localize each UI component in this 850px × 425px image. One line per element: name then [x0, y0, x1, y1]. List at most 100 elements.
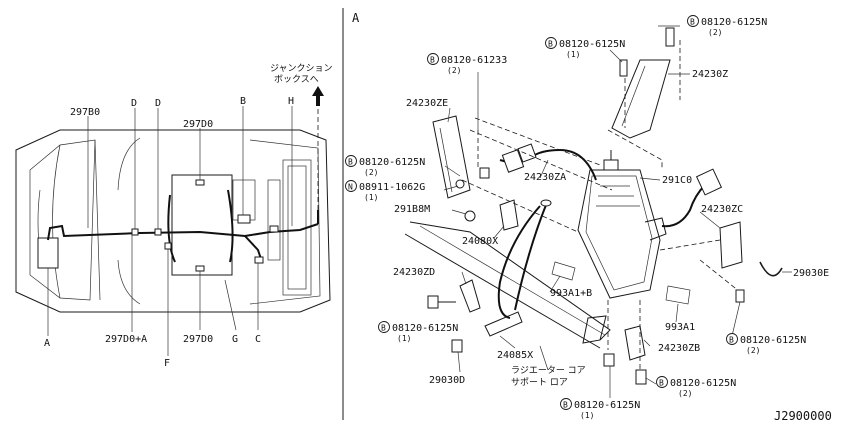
exploded-detail: A: [345, 11, 832, 423]
leader-bolt-left-upper: [444, 165, 461, 177]
part-24230za: 24230ZA: [524, 172, 566, 183]
center-console-box: [171, 174, 233, 276]
rear-panel-box: [282, 159, 312, 296]
callout-f: F: [164, 358, 170, 369]
part-291b8m: 291B8M: [394, 204, 430, 215]
clip-29030d: [451, 339, 463, 353]
rail-mid-line: [419, 225, 606, 336]
bracket-24230zb: [624, 325, 646, 361]
bolt-marker-letter: B: [563, 401, 568, 410]
part-291c0: 291C0: [662, 175, 692, 186]
junction-box-label-line2: ボックスへ: [274, 74, 319, 85]
bolt-marker-icon: [378, 321, 390, 333]
bracket-24230z-inner: [621, 65, 646, 127]
callout-d2: D: [155, 98, 161, 109]
bolt-left-upper-head: [479, 167, 490, 179]
battery-component: [37, 237, 59, 269]
bolt-bottom-head: [603, 353, 615, 367]
bolt-marker-letter: B: [381, 324, 386, 333]
assembly-line-7: [461, 179, 579, 233]
leader-bolt-bottom-right: [645, 377, 657, 385]
rail-bottom-edge: [404, 233, 601, 349]
junction-box-inner: [585, 175, 653, 291]
nut-08911: [455, 179, 465, 189]
part-bolt-top-right-qty: (2): [708, 28, 722, 37]
assembly-line-2: [474, 117, 601, 166]
bolt-marker-letter: B: [690, 18, 695, 27]
leader-bolt-top-mid: [609, 49, 623, 63]
main-harness-wire: [47, 223, 319, 241]
part-bolt-top-right-code: 08120-6125N: [701, 17, 767, 28]
bolt-marker-icon: [656, 376, 668, 388]
connector-c: [254, 256, 264, 264]
junction-box-label-line1: ジャンクション: [270, 63, 333, 74]
cable-terminal-top: [540, 199, 552, 207]
part-24230z: 24230Z: [692, 69, 728, 80]
vehicle-front-panel: [29, 139, 96, 301]
cable-24085x-lower: [497, 205, 541, 319]
connector-24230za-2: [517, 143, 537, 163]
connector-24230zc: [695, 168, 723, 196]
bracket-24080x: [499, 199, 519, 231]
part-bolt-left-upper-code: 08120-6125N: [359, 157, 425, 168]
bracket-24230ze-inner: [439, 127, 453, 193]
leader-radiator-support: [539, 345, 549, 371]
part-bolt-bottom-right-qty: (2): [678, 389, 692, 398]
leader-24230zb: [643, 339, 651, 347]
part-993a1b: 993A1+B: [550, 288, 592, 299]
assembly-line-1: [469, 129, 613, 191]
assembly-line-8: [659, 239, 721, 251]
connector-d1: [131, 228, 139, 236]
part-24230zb: 24230ZB: [658, 343, 700, 354]
bolt-marker-icon: [726, 333, 738, 345]
connector-b: [237, 214, 251, 224]
part-24230zd: 24230ZD: [393, 267, 435, 278]
part-24230zc: 24230ZC: [701, 204, 743, 215]
bolt-left-lower-head: [427, 295, 439, 309]
assembly-line-11: [699, 259, 741, 293]
part-bolt-top-mid-qty: (1): [566, 50, 580, 59]
bracket-24230ze: [432, 115, 471, 199]
bolt-marker-letter: B: [548, 40, 553, 49]
clip-29030e: [759, 261, 783, 277]
leader-24080x: [493, 225, 505, 239]
callout-g: G: [232, 334, 238, 345]
part-bolt-top-left-code: 08120-61233: [441, 55, 507, 66]
leader-29030d: [457, 351, 461, 373]
leader-291c0: [639, 177, 661, 181]
junction-box-cap: [603, 159, 619, 171]
bracket-24230z-bolt: [665, 27, 675, 47]
label-plate-993a1b: [551, 261, 576, 281]
leader-24230za: [539, 159, 549, 179]
clip-29030e-bolt: [735, 289, 745, 303]
bracket-24230zc: [719, 221, 743, 269]
part-bolt-top-mid-code: 08120-6125N: [559, 39, 625, 50]
callout-c: C: [255, 334, 261, 345]
bracket-24230z: [611, 59, 671, 139]
bolt-marker-icon: [427, 53, 439, 65]
leader-24230ze: [447, 107, 451, 123]
leader-g: [224, 279, 237, 331]
nut-marker-letter: N: [348, 183, 353, 192]
part-29030d: 29030D: [429, 375, 465, 386]
component-b-box: [232, 179, 256, 221]
box-side-connector: [644, 217, 667, 241]
part-bolt-left-lower-code: 08120-6125N: [392, 323, 458, 334]
harness-branch-left: [167, 194, 176, 263]
leader-24085x: [499, 335, 516, 349]
leader-24230zd: [461, 271, 467, 285]
nut-marker-icon: [345, 180, 357, 192]
connector-d2: [154, 228, 162, 236]
harness-branch-right: [227, 189, 234, 263]
leader-993a1b: [549, 275, 561, 293]
vehicle-inner-line: [94, 139, 101, 301]
vehicle-overview: 297B0 D D B H 297D0 A 297D0+A F 297D0 G …: [15, 63, 333, 369]
part-24085x: 24085X: [497, 350, 533, 361]
leader-nut: [443, 185, 459, 191]
vehicle-curve-line: [52, 144, 61, 299]
rail-end-cap: [582, 315, 607, 344]
radiator-support-label-line1: ラジエーター コア: [511, 365, 586, 376]
cable-terminal-24085x: [484, 311, 523, 337]
radiator-support-label-line2: サポート ロア: [511, 377, 568, 388]
